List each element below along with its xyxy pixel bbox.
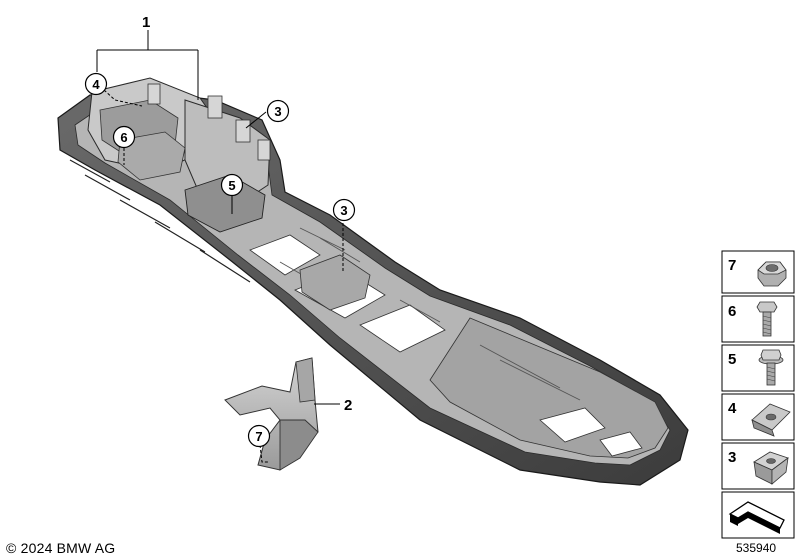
pointer-arrow-icon: [728, 501, 785, 534]
callout-6-label: 6: [120, 130, 127, 145]
callout-5-label: 5: [228, 178, 235, 193]
legend-item-4: 4: [721, 393, 795, 441]
legend-item-3: 3: [721, 442, 795, 490]
legend-number-4: 4: [728, 400, 737, 417]
callout-5: 5: [220, 173, 244, 197]
callout-2: 2: [344, 397, 352, 414]
legend-item-5: 5: [721, 344, 795, 392]
callout-4-label: 4: [92, 77, 100, 92]
callout-3-center: 3: [332, 198, 356, 222]
hex-bolt-icon: [756, 301, 778, 337]
legend-number-6: 6: [728, 303, 736, 320]
callout-7: 7: [247, 424, 271, 448]
legend-number-7: 7: [728, 257, 736, 274]
legend-number-5: 5: [728, 351, 736, 368]
callout-4: 4: [84, 72, 108, 96]
legend-item-6: 6: [721, 295, 795, 343]
legend-number-3: 3: [728, 449, 736, 466]
cage-nut-icon: [753, 451, 789, 485]
speed-nut-clip-icon: [751, 403, 791, 437]
callout-1-label: 1: [142, 14, 150, 31]
bracket: [224, 357, 319, 471]
hex-nut-icon: [757, 261, 787, 287]
fastener-legend: 7 6 5: [721, 250, 795, 539]
callout-3-center-label: 3: [340, 203, 347, 218]
callout-1: 1: [142, 14, 150, 31]
legend-item-7: 7: [721, 250, 795, 294]
legend-arrow-tile: [721, 491, 795, 539]
leader-lines: [96, 30, 344, 463]
callout-3-top: 3: [266, 99, 290, 123]
document-number: 535940: [736, 541, 777, 555]
console-carrier: [57, 77, 689, 486]
copyright-text: © 2024 BMW AG: [6, 540, 116, 556]
callout-7-label: 7: [255, 429, 262, 444]
callout-3-top-label: 3: [274, 104, 281, 119]
callout-2-label: 2: [344, 397, 352, 414]
callout-6: 6: [112, 125, 136, 149]
flange-bolt-icon: [758, 349, 784, 386]
